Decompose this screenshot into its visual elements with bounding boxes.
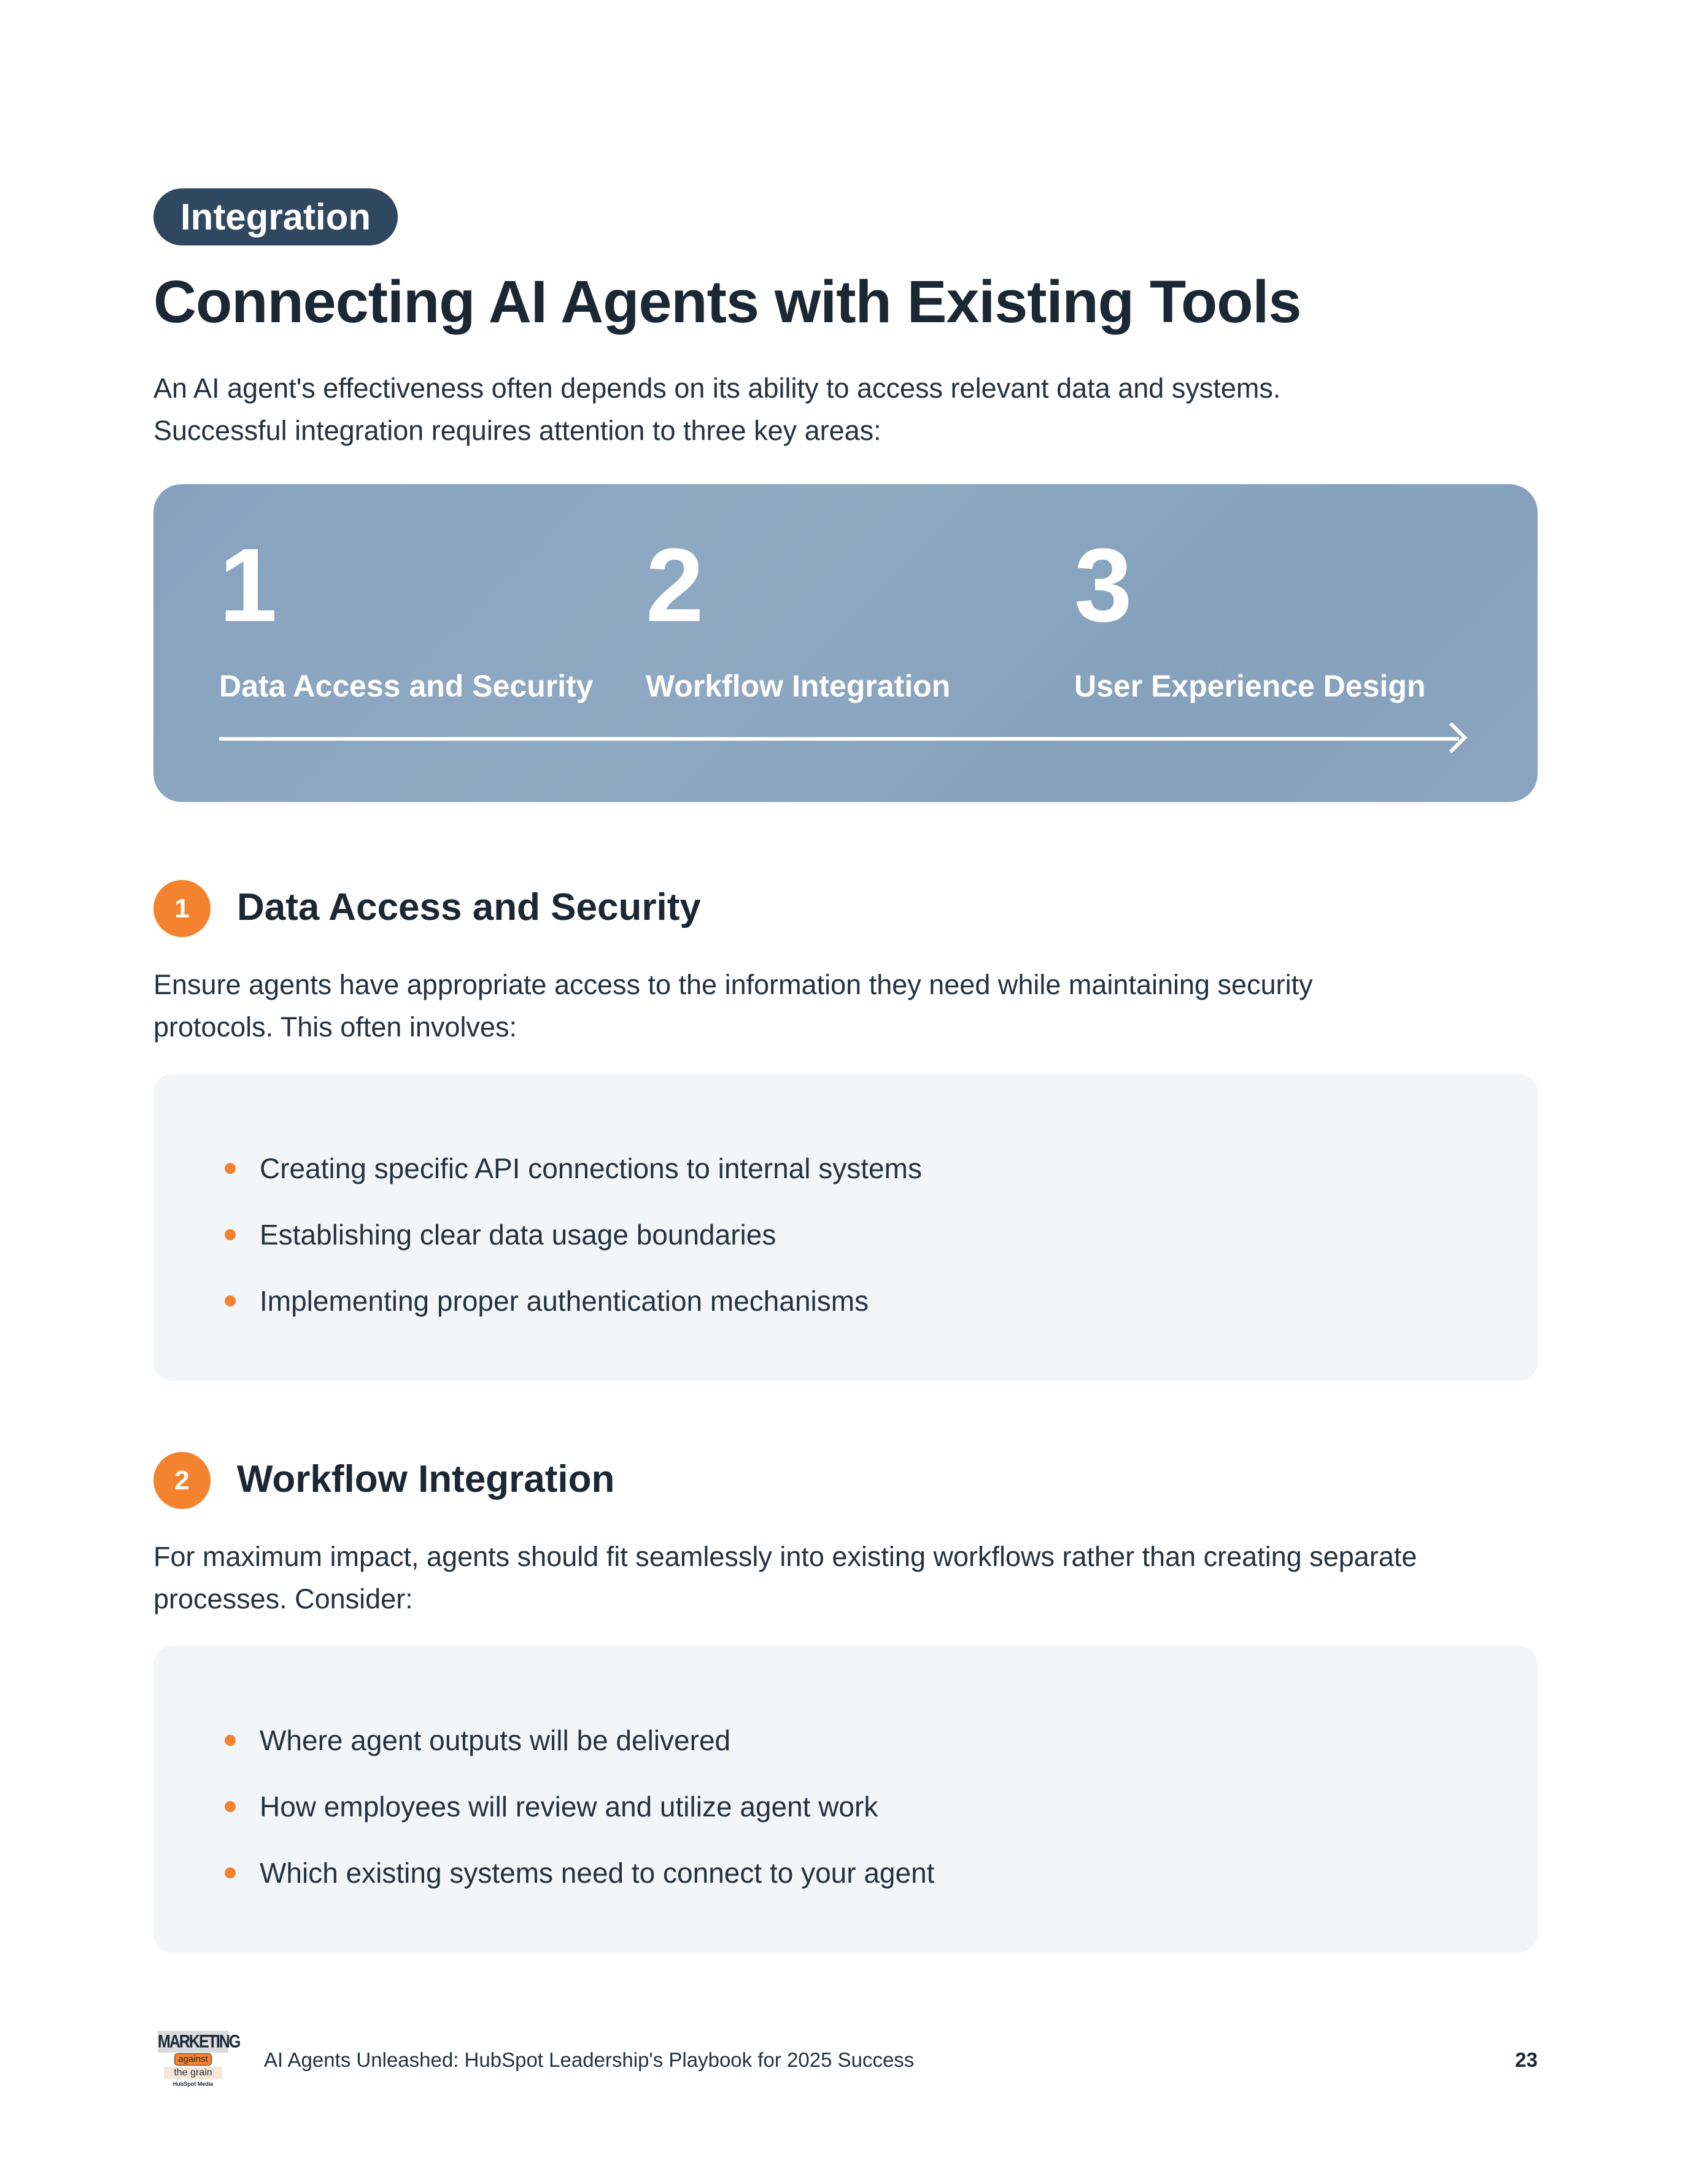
step-label: Workflow Integration: [646, 669, 951, 703]
logo-text: MARKETING: [158, 2031, 241, 2053]
marketing-against-the-grain-logo: MARKETING against the grain HubSpot Medi…: [158, 2031, 241, 2094]
step-number: 1: [219, 527, 277, 644]
list-item-text: Where agent outputs will be delivered: [260, 1724, 731, 1756]
bullet-icon: [225, 1295, 236, 1306]
list-item: Which existing systems need to connect t…: [225, 1840, 934, 1906]
list-item-text: How employees will review and utilize ag…: [260, 1791, 878, 1823]
step-3: 3 User Experience Design: [1074, 533, 1426, 704]
logo-text: the grain: [164, 2067, 222, 2079]
list-item-text: Which existing systems need to connect t…: [260, 1857, 935, 1889]
intro-paragraph: An AI agent's effectiveness often depend…: [153, 367, 1565, 452]
list-item: Implementing proper authentication mecha…: [225, 1268, 922, 1334]
list-item: Where agent outputs will be delivered: [225, 1707, 934, 1773]
list-item-text: Establishing clear data usage boundaries: [260, 1219, 776, 1251]
intro-line: An AI agent's effectiveness often depend…: [153, 372, 1281, 404]
section-number-badge: 1: [153, 880, 211, 937]
section-tag: Integration: [153, 188, 398, 245]
bullet-icon: [225, 1229, 236, 1240]
steps-banner: 1 Data Access and Security 2 Workflow In…: [153, 484, 1538, 802]
step-label: Data Access and Security: [219, 669, 594, 703]
list-item: Establishing clear data usage boundaries: [225, 1202, 922, 1268]
list-item: How employees will review and utilize ag…: [225, 1773, 934, 1840]
page-number: 23: [1515, 2048, 1538, 2071]
logo-text: against: [174, 2053, 212, 2066]
bullet-icon: [225, 1735, 236, 1746]
bullet-box: Creating specific API connections to int…: [153, 1074, 1538, 1381]
paragraph-line: processes. Consider:: [153, 1583, 413, 1615]
paragraph-line: protocols. This often involves:: [153, 1011, 517, 1043]
bullet-box: Where agent outputs will be delivered Ho…: [153, 1646, 1538, 1953]
footer-document-title: AI Agents Unleashed: HubSpot Leadership'…: [264, 2048, 915, 2071]
paragraph-line: Ensure agents have appropriate access to…: [153, 969, 1313, 1000]
paragraph-line: For maximum impact, agents should fit se…: [153, 1541, 1417, 1572]
progress-arrow-line: [219, 737, 1459, 741]
bullet-icon: [225, 1163, 236, 1174]
section-heading: Workflow Integration: [237, 1458, 615, 1500]
step-number: 3: [1074, 527, 1132, 644]
step-number: 2: [646, 527, 704, 644]
list-item: Creating specific API connections to int…: [225, 1135, 922, 1202]
bullet-icon: [225, 1801, 236, 1812]
step-1: 1 Data Access and Security: [219, 533, 594, 704]
section-number-badge: 2: [153, 1452, 211, 1509]
intro-line: Successful integration requires attentio…: [153, 415, 881, 446]
page-title: Connecting AI Agents with Existing Tools: [153, 268, 1301, 335]
arrow-right-icon: [1436, 722, 1468, 754]
step-label: User Experience Design: [1074, 669, 1426, 703]
section-paragraph: Ensure agents have appropriate access to…: [153, 963, 1565, 1048]
logo-text: HubSpot Media: [172, 2081, 214, 2087]
section-paragraph: For maximum impact, agents should fit se…: [153, 1535, 1565, 1620]
bullet-icon: [225, 1867, 236, 1878]
section-heading: Data Access and Security: [237, 886, 701, 928]
step-2: 2 Workflow Integration: [646, 533, 950, 704]
list-item-text: Creating specific API connections to int…: [260, 1152, 922, 1184]
list-item-text: Implementing proper authentication mecha…: [260, 1285, 869, 1317]
